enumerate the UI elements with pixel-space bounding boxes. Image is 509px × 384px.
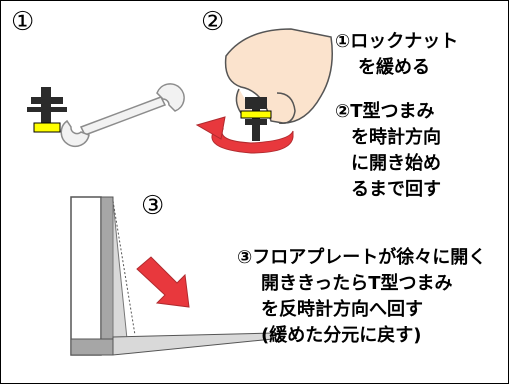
step-2-line: るまで回す	[351, 179, 441, 200]
wrench-icon	[60, 83, 185, 148]
hand-icon	[224, 28, 333, 124]
step-1-line: を緩める	[358, 57, 430, 78]
step-3-line: ③フロアプレートが徐々に開く	[237, 247, 487, 268]
step-3-line: を反時計方向へ回す	[261, 299, 423, 320]
step-2-line: に開き始め	[351, 153, 441, 174]
step-3-number: ③	[141, 191, 165, 221]
step-2-line: ②T型つまみ	[335, 101, 435, 122]
step-1-line: ①ロックナット	[335, 31, 459, 52]
step-3-line: 開ききったらT型つまみ	[261, 273, 453, 294]
t-knob-in-hand	[240, 97, 272, 141]
step-2-number: ②	[201, 7, 225, 37]
floor-plate-illustration	[70, 196, 274, 356]
clockwise-arrow-icon	[195, 116, 294, 154]
step-3-line: (緩めた分元に戻す)	[261, 325, 422, 346]
step-1-number: ①	[11, 7, 35, 37]
down-right-arrow-icon	[136, 256, 190, 308]
t-knob-illustration	[27, 87, 67, 133]
step-2-line: を時計方向	[351, 127, 441, 148]
